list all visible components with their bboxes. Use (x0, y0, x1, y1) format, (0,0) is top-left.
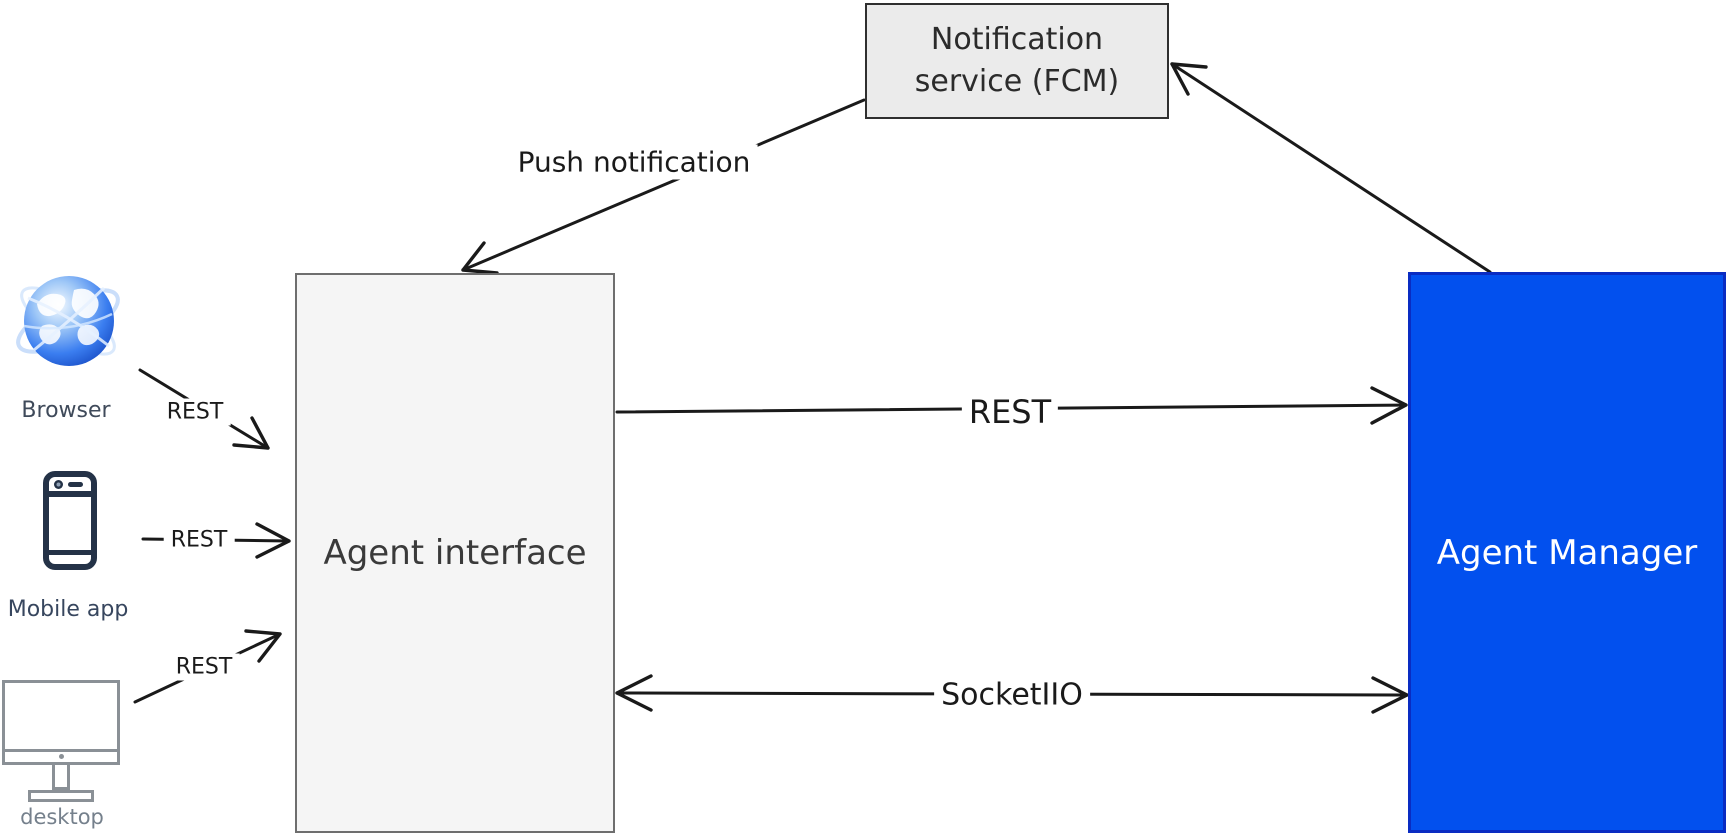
node-notification-service: Notification service (FCM) (865, 3, 1169, 119)
monitor-power-dot (59, 754, 64, 759)
edge-label-rest: REST (961, 392, 1059, 432)
node-agent-interface: Agent interface (295, 273, 615, 833)
edge-label-mobile-rest: REST (163, 526, 235, 554)
monitor-icon (2, 680, 120, 765)
edge-manager-to-fcm-arrow (1170, 62, 1492, 274)
globe-icon (16, 276, 120, 366)
edge-label-desktop-rest: REST (168, 653, 240, 681)
agent-interface-label: Agent interface (323, 533, 587, 573)
edge-label-push-notification: Push notification (510, 144, 758, 180)
monitor-base (28, 790, 94, 802)
node-agent-manager: Agent Manager (1408, 272, 1726, 833)
edge-push-notification-arrow (461, 98, 866, 275)
mobile-app-label: Mobile app (7, 597, 129, 622)
monitor-bottom-strip (5, 749, 117, 762)
phone-screen-bottom-bar (49, 550, 91, 555)
monitor-stand (52, 765, 70, 790)
browser-label: Browser (21, 398, 111, 423)
edge-label-browser-rest: REST (159, 398, 231, 426)
edge-label-socket: SocketIIO (934, 676, 1090, 714)
phone-screen-top-bar (49, 491, 91, 497)
smartphone-icon (43, 471, 97, 570)
notification-service-label-line1: Notification (930, 22, 1104, 57)
phone-camera-dot (54, 480, 63, 489)
phone-speaker (68, 482, 83, 487)
notification-service-label-line2: service (FCM) (914, 64, 1120, 99)
desktop-label: desktop (20, 805, 104, 829)
agent-manager-label: Agent Manager (1436, 532, 1698, 573)
